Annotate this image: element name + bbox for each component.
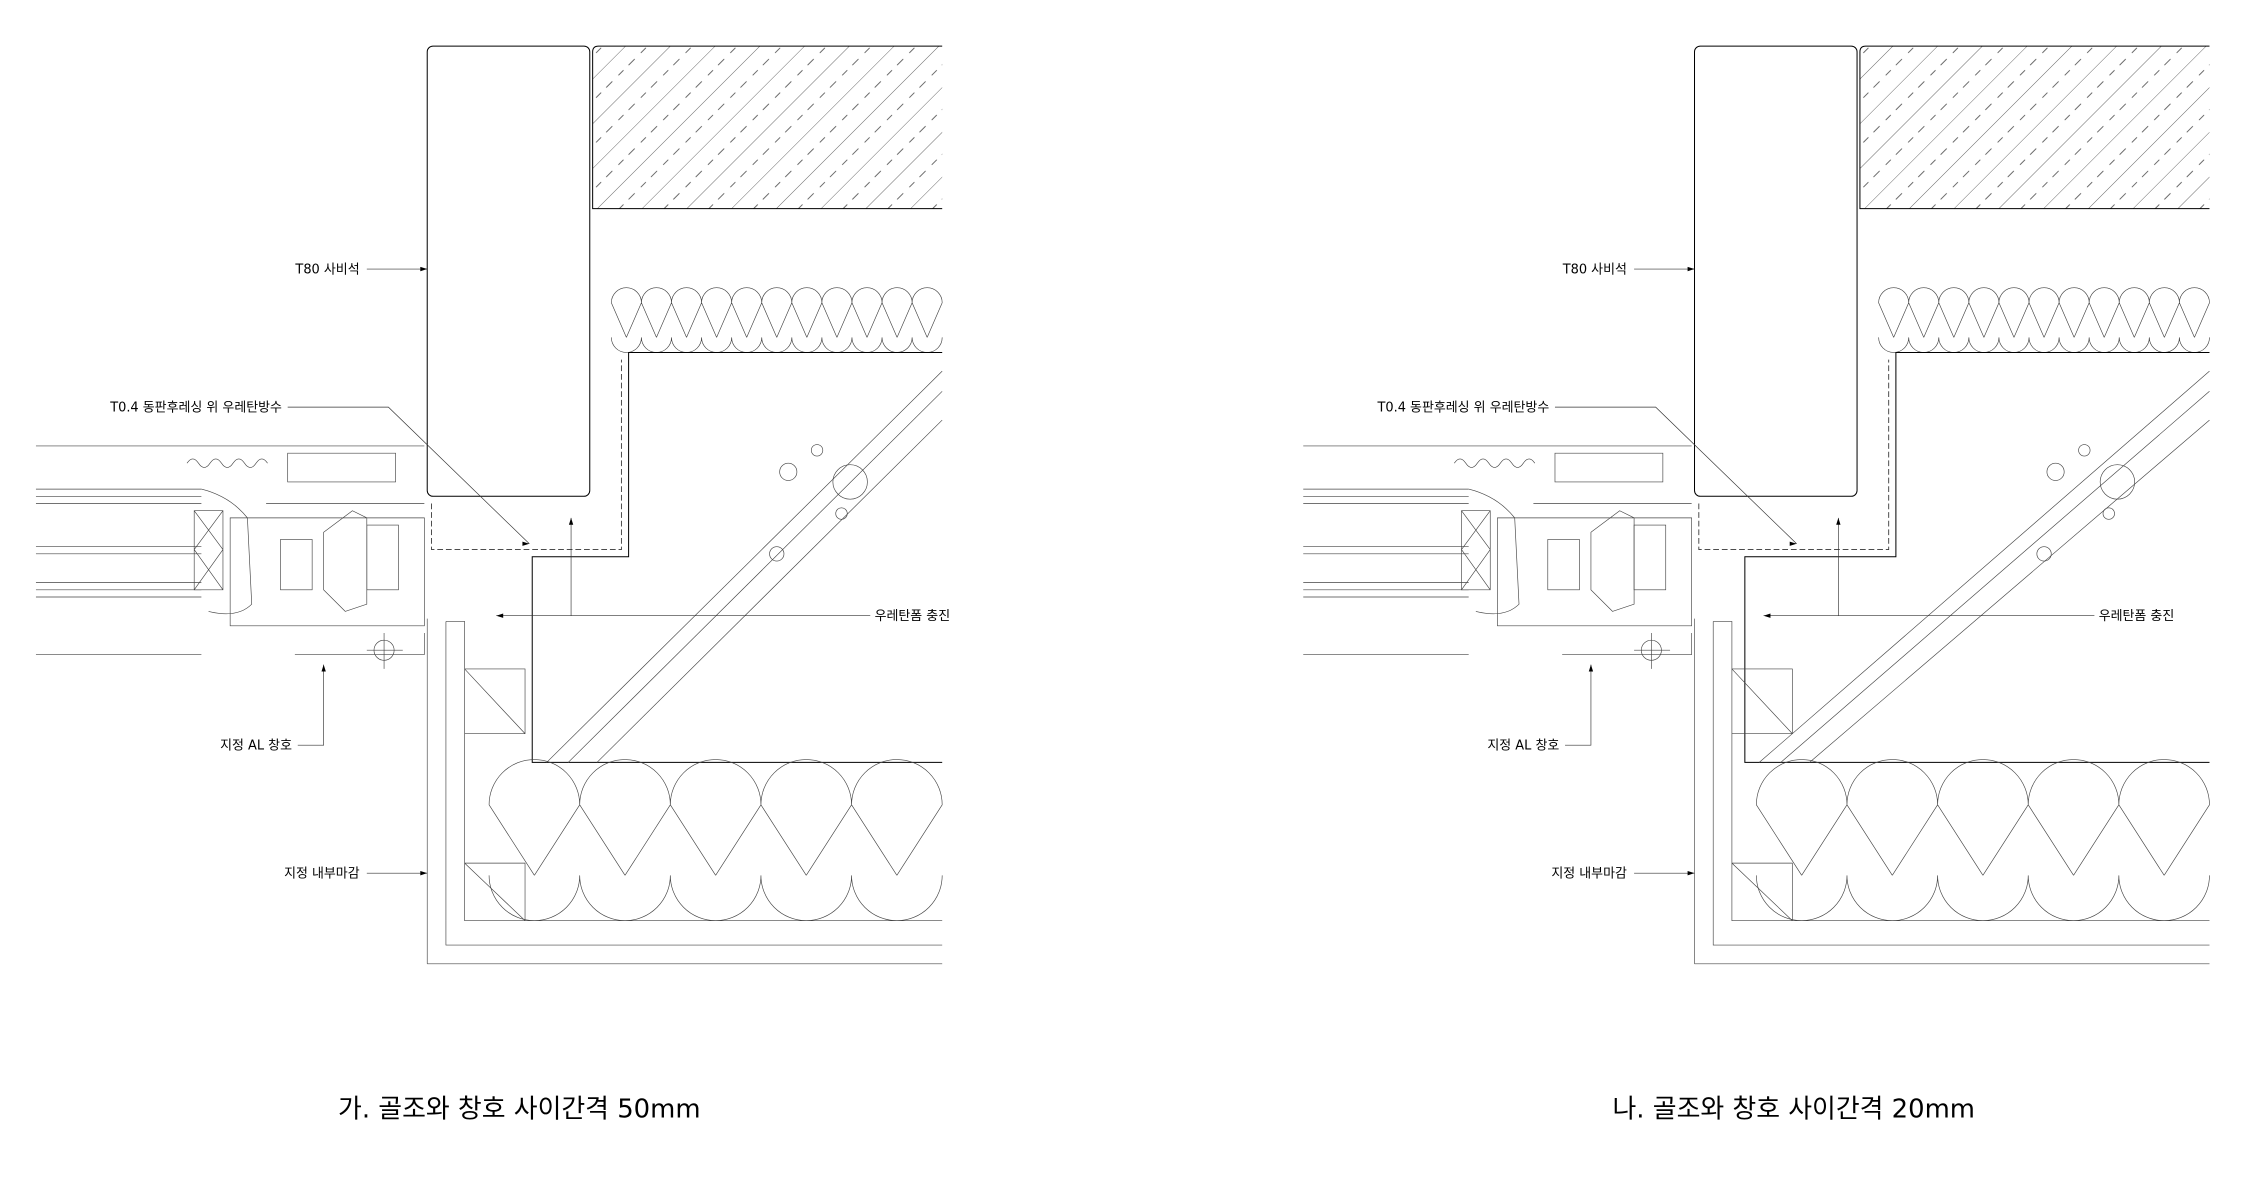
window-frame-profile [1468,488,1692,655]
leader-flashing [1554,406,1797,545]
glass-spacer [193,510,224,591]
arrowhead [1836,517,1841,525]
lower-insulation [1756,759,2210,921]
label-flashing: T0.4 동판후레싱 위 우레탄방수 [1376,400,1549,415]
aggregate-circle [2078,444,2091,457]
thermal-break [366,524,399,591]
head-seal [1454,452,1664,483]
aggregate-circle [2046,462,2065,481]
aggregate-circle [2102,507,2115,520]
glazing-lines [35,445,425,655]
aggregate-circle [2036,546,2052,562]
aggregate-circle [810,444,824,457]
caption: 가. 골조와 창호 사이간격 50mm [338,1095,701,1125]
aggregate-circle [832,464,868,500]
diagonal-member [1759,370,2210,763]
diagonal-member [546,370,943,763]
upper-stone-outline [1859,45,2210,210]
diagonal-member [596,419,943,763]
leader-flashing [287,406,530,545]
arrowhead [1763,613,1771,618]
stone-cladding [1694,45,1858,497]
aggregate-circle [769,546,785,562]
lower-insulation [488,759,943,921]
glazing-lines [1303,445,1692,655]
sash-profile [1590,510,1635,612]
label-stone: T80 사비석 [294,262,359,277]
arrowhead [496,613,504,618]
detail-panel-50mm: T80 사비석 T0.4 동판후레싱 위 우레탄방수 우레탄폼 충진 지정 AL… [35,45,951,1125]
label-foam: 우레탄폼 충진 [2099,609,2175,624]
diagonal-member [1780,391,2210,763]
label-finish: 지정 내부마감 [1551,866,1627,881]
arrowhead [568,517,574,525]
upper-stone [1859,46,2210,209]
concrete-outline [1744,351,2210,763]
aggregate-circle [779,462,798,481]
arrowhead [522,541,530,546]
anchor-crosshair [366,632,403,669]
timber-blocking [464,668,526,921]
label-window: 지정 AL 창호 [1487,738,1559,753]
caption: 나. 골조와 창호 사이간격 20mm [1613,1095,1976,1125]
label-flashing: T0.4 동판후레싱 위 우레탄방수 [109,400,282,415]
diagonal-member [1809,419,2210,763]
label-finish: 지정 내부마감 [284,866,360,881]
head-seal [186,452,396,483]
upper-stone-outline [592,45,943,210]
arrowhead [1588,664,1594,672]
waterproofing [1698,359,1890,550]
thermal-break [280,539,313,591]
timber-blocking [1731,668,1793,921]
label-foam: 우레탄폼 충진 [875,609,951,624]
thermal-break [1547,539,1580,591]
window-frame-profile [201,488,425,655]
top-insulation [1878,287,2210,353]
thermal-break [1633,524,1667,591]
aggregate-circle [2099,464,2136,500]
detail-panel-20mm: T80 사비석 T0.4 동판후레싱 위 우레탄방수 우레탄폼 충진 지정 AL… [1303,45,2210,1125]
sash-profile [323,510,368,612]
upper-stone [592,46,943,209]
leader-window [1565,664,1592,746]
glass-spacer [1461,510,1491,591]
interior-finish [1694,618,2210,965]
label-stone: T80 사비석 [1562,262,1627,277]
leader-window [297,664,324,746]
diagonal-member [567,391,943,763]
top-insulation [611,287,943,353]
concrete-outline [531,351,943,763]
arrowhead [1687,871,1695,876]
anchor-crosshair [1634,632,1671,669]
interior-finish [426,618,943,965]
arrowhead [1687,266,1695,272]
aggregate-circle [835,507,848,520]
arrowhead [420,871,428,876]
arrowhead [420,266,428,272]
arrowhead [321,664,326,672]
stone-cladding [426,45,591,497]
arrowhead [1789,541,1797,546]
label-window: 지정 AL 창호 [220,738,292,753]
waterproofing [431,359,622,550]
